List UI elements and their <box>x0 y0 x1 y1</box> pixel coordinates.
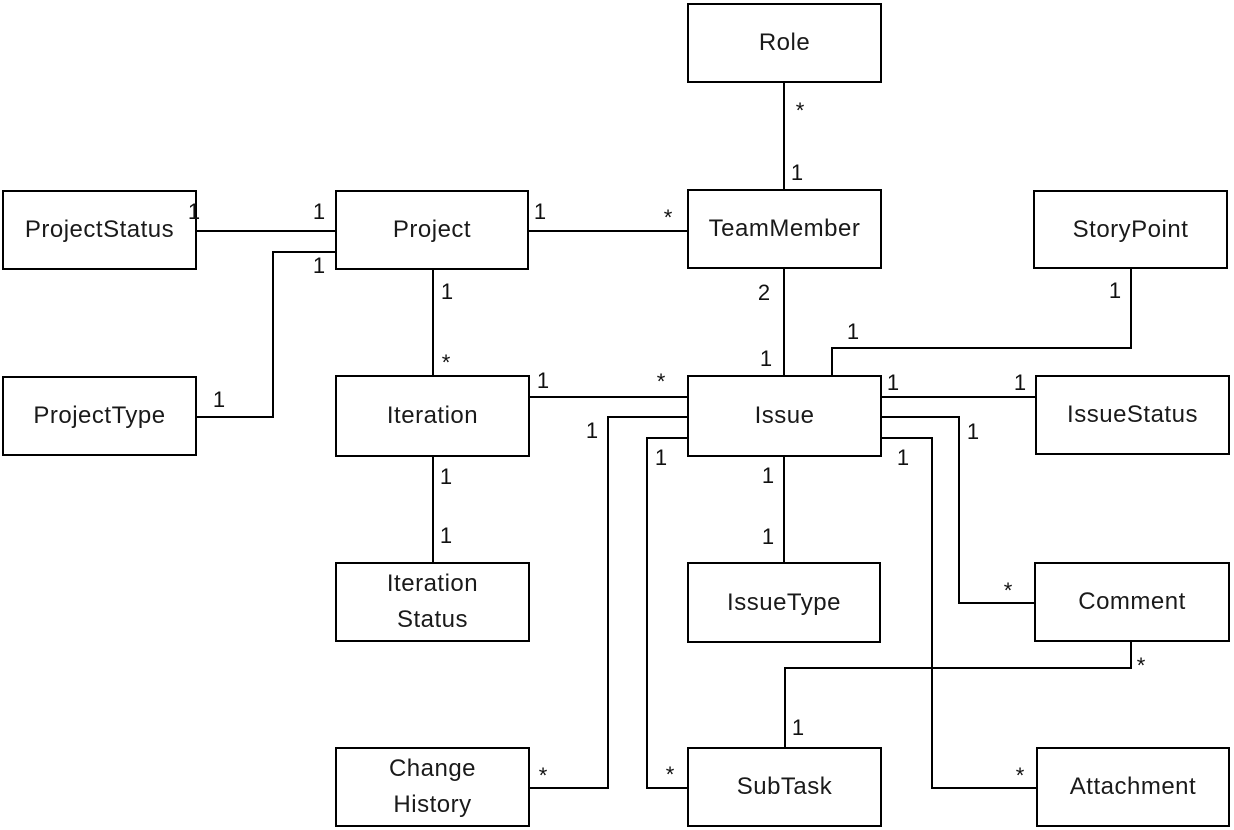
connector-issue-changehistory <box>530 416 687 789</box>
entity-label-issue-status: IssueStatus <box>1067 401 1198 428</box>
entity-iteration-status[interactable]: Iteration Status <box>335 562 530 642</box>
entity-project[interactable]: Project <box>335 190 529 270</box>
entity-label-project-type: ProjectType <box>33 402 166 429</box>
entity-issue-status[interactable]: IssueStatus <box>1035 375 1230 455</box>
entity-label-team-member: TeamMember <box>708 215 861 242</box>
cardinality-issuestatus-end: 1 <box>1013 370 1027 395</box>
cardinality-issue-end-changehistory: 1 <box>585 418 599 443</box>
cardinality-teammember-end-role: 1 <box>790 160 804 185</box>
entity-project-type[interactable]: ProjectType <box>2 376 197 456</box>
cardinality-project-end-status: 1 <box>312 199 326 224</box>
cardinality-issue-end-subtask: 1 <box>654 445 668 470</box>
cardinality-project-end-type: 1 <box>312 253 326 278</box>
entity-label-attachment: Attachment <box>1069 773 1197 800</box>
connector-issue-attachment <box>882 437 1036 789</box>
entity-iteration[interactable]: Iteration <box>335 375 530 457</box>
cardinality-comment-end-subtask: * <box>1136 653 1146 678</box>
entity-label-change-history: Change History <box>388 755 477 818</box>
cardinality-iteration-end-project: * <box>441 350 451 375</box>
entity-subtask[interactable]: SubTask <box>687 747 882 827</box>
cardinality-attachment-end: * <box>1015 763 1025 788</box>
cardinality-role-end: * <box>795 98 805 123</box>
cardinality-changehistory-end: * <box>538 763 548 788</box>
entity-comment[interactable]: Comment <box>1034 562 1230 642</box>
entity-role[interactable]: Role <box>687 3 882 83</box>
entity-label-role: Role <box>758 29 811 56</box>
entity-change-history[interactable]: Change History <box>335 747 530 827</box>
entity-label-issue-type: IssueType <box>727 588 841 616</box>
entity-label-project-status: ProjectStatus <box>24 216 175 243</box>
entity-story-point[interactable]: StoryPoint <box>1033 190 1228 269</box>
cardinality-subtask-end-comment: 1 <box>791 715 805 740</box>
cardinality-issue-end-comment: 1 <box>966 419 980 444</box>
connector-issue-subtask <box>646 437 687 789</box>
entity-team-member[interactable]: TeamMember <box>687 189 882 269</box>
connector-subtask-comment <box>784 642 1132 747</box>
cardinality-issue-end-teammember: 1 <box>759 346 773 371</box>
entity-label-issue: Issue <box>754 402 815 429</box>
cardinality-subtask-end-issue: * <box>665 762 675 787</box>
entity-attachment[interactable]: Attachment <box>1036 747 1230 827</box>
cardinality-issue-end-iteration: * <box>656 369 666 394</box>
cardinality-iteration-end-status: 1 <box>439 464 453 489</box>
cardinality-issue-end-attachment: 1 <box>896 445 910 470</box>
entity-issue-type[interactable]: IssueType <box>687 562 881 643</box>
entity-label-story-point: StoryPoint <box>1072 215 1189 243</box>
cardinality-issue-end-issuetype: 1 <box>761 463 775 488</box>
cardinality-projectstatus-end: 1 <box>187 199 201 224</box>
connector-storypoint-issue <box>831 269 1132 375</box>
cardinality-issuetype-end: 1 <box>761 524 775 549</box>
cardinality-issue-end-issuestatus: 1 <box>886 370 900 395</box>
entity-label-comment: Comment <box>1078 588 1186 615</box>
entity-label-project: Project <box>392 216 472 243</box>
cardinality-comment-end-issue: * <box>1003 578 1013 603</box>
entity-project-status[interactable]: ProjectStatus <box>2 190 197 270</box>
cardinality-iteration-end-issue: 1 <box>536 368 550 393</box>
entity-label-iteration-status: Iteration Status <box>386 570 479 633</box>
entity-label-subtask: SubTask <box>736 773 833 800</box>
connector-issue-comment <box>882 416 1034 604</box>
entity-label-iteration: Iteration <box>386 402 479 429</box>
cardinality-iterationstatus-end: 1 <box>439 523 453 548</box>
cardinality-project-end-iteration: 1 <box>440 279 454 304</box>
cardinality-teammember-end-project: * <box>663 205 673 230</box>
cardinality-projecttype-end: 1 <box>212 387 226 412</box>
cardinality-project-end-teammember: 1 <box>533 199 547 224</box>
cardinality-teammember-end-issue: 2 <box>757 280 771 305</box>
cardinality-storypoint-end: 1 <box>1108 278 1122 303</box>
cardinality-issue-end-storypoint: 1 <box>846 319 860 344</box>
entity-issue[interactable]: Issue <box>687 375 882 457</box>
connector-projecttype-project <box>197 251 335 418</box>
